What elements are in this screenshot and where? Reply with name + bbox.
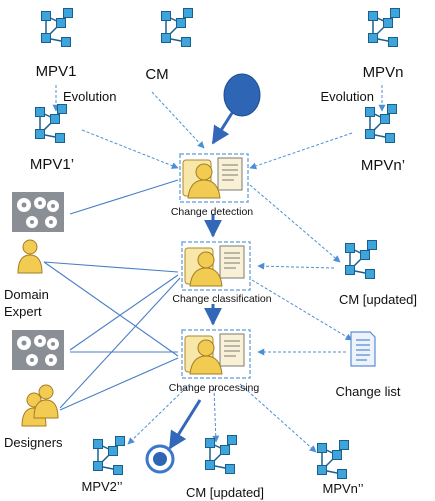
label-change-detection: Change detection [171,206,253,218]
label-mpvn: MPVn [363,64,404,81]
label-change-classification: Change classification [172,293,271,305]
edge-mpvn-prime-to-detection [249,132,353,170]
change-list-doc-icon [350,331,376,367]
change-processing-icon [181,329,251,379]
label-mpvn-prime: MPVn’ [361,157,405,174]
link-gears2-classification [69,274,179,351]
cm-updated-graph-icon [344,239,378,280]
label-change-processing: Change processing [169,382,260,394]
gears-icon-2 [12,330,64,370]
mpvn-dprime-graph-icon [316,439,350,480]
label-cm-updated-bottom: CM [updated] [186,485,264,500]
mpvn-prime-graph-icon [364,103,398,144]
edge-mpv1-prime-to-detection [81,129,179,169]
edge-processing-to-mpvn-dprime [239,383,317,453]
label-designers: Designers [4,435,63,450]
mpv1-prime-graph-icon [34,103,68,144]
label-cm: CM [145,66,168,83]
label-expert: Expert [4,304,42,319]
mpv2-dprime-graph-icon [92,435,126,476]
cm-updated-bottom-graph-icon [204,434,238,475]
link-expert-processing [43,261,179,357]
edge-classification-to-changelist [251,279,353,341]
flow-processing-to-end [168,399,202,450]
link-designers-classification [59,277,181,409]
link-designers-processing [59,357,179,411]
label-mpv2-dprime: MPV2’’ [82,479,123,494]
cm-graph-icon [160,7,194,48]
end-node [145,444,175,474]
start-node [223,73,261,117]
label-mpv1: MPV1 [36,63,77,80]
edge-processing-to-mpv2-dprime [127,383,191,445]
edge-cm-updated-to-classification [257,262,335,270]
label-evolution-left: Evolution [63,89,116,104]
link-gears-detection [69,179,179,215]
label-mpvn-dprime: MPVn’’ [323,481,364,496]
label-domain: Domain [4,287,49,302]
label-mpv1-prime: MPV1’ [30,156,74,173]
label-evolution-right: Evolution [321,89,374,104]
mpvn-graph-icon [367,7,401,48]
label-cm-updated-right: CM [updated] [339,292,417,307]
change-classification-icon [181,241,251,291]
edge-detection-to-cm-updated [249,184,341,263]
label-change-list: Change list [335,384,400,399]
gears-icon [12,192,64,232]
flow-start-to-detection [211,112,234,145]
mpv1-graph-icon [40,7,74,48]
edge-cm-to-detection [151,91,205,149]
edge-processing-to-cm-updated-bottom [212,387,220,443]
link-expert-classification [43,261,179,273]
change-detection-icon [179,153,249,203]
designers-icon [21,384,59,427]
domain-expert-icon [17,239,43,274]
